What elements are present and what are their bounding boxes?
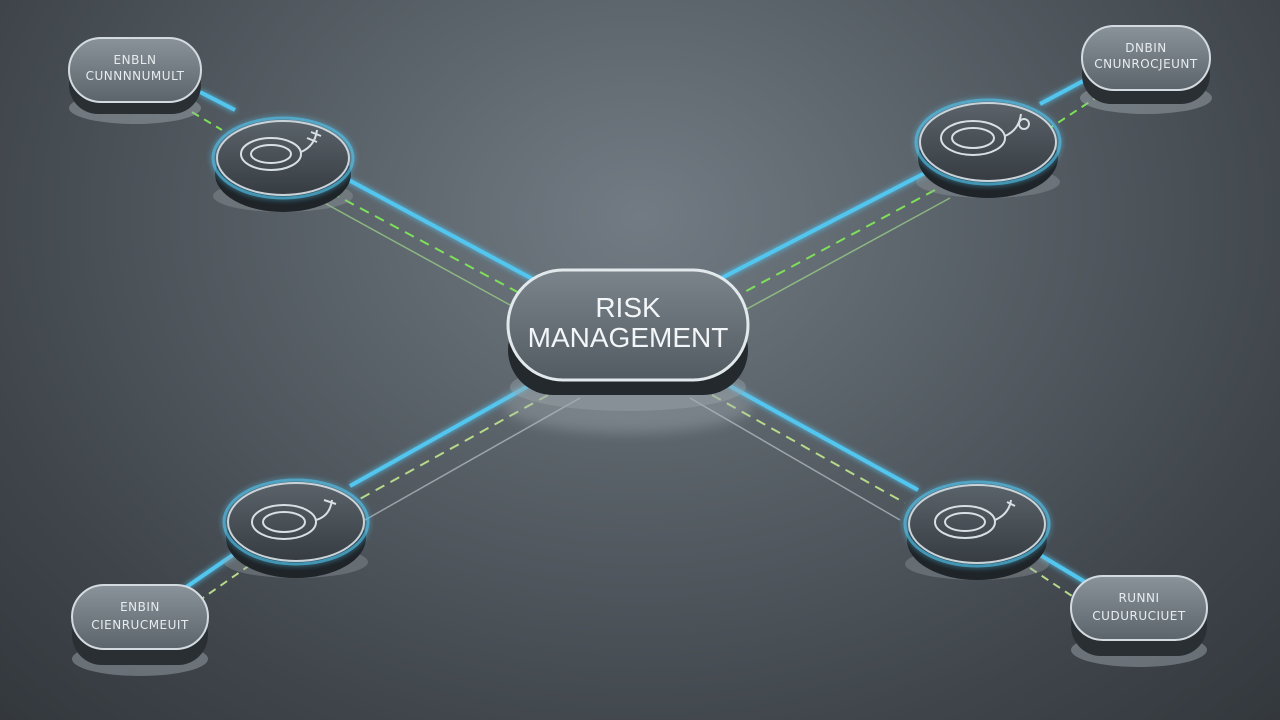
node-top-right-line1: DNBIN bbox=[1125, 41, 1166, 55]
node-top-left: ENBLN CUNNNNUMULT bbox=[68, 37, 202, 124]
node-top-right-line2: CNUNROCJEUNT bbox=[1094, 57, 1198, 71]
node-bottom-right-line2: CUDURUCIUET bbox=[1092, 609, 1186, 623]
center-title-line2: MANAGEMENT bbox=[528, 322, 729, 353]
cable-icon bbox=[240, 129, 322, 171]
node-top-right: DNBIN CNUNROCJEUNT bbox=[1080, 25, 1212, 114]
label-pills: ENBLN CUNNNNUMULT DNBIN CNUNROCJEUNT ENB… bbox=[68, 25, 1212, 676]
cable-icon bbox=[940, 113, 1030, 156]
node-bottom-right-line1: RUNNI bbox=[1118, 591, 1159, 605]
node-bottom-left: ENBIN CIENRUCMEUIT bbox=[71, 584, 209, 676]
disc-top-left bbox=[211, 116, 355, 212]
node-bottom-right: RUNNI CUDURUCIUET bbox=[1070, 575, 1208, 667]
icon-discs bbox=[211, 98, 1062, 580]
node-bottom-left-line1: ENBIN bbox=[120, 600, 160, 614]
node-top-left-line1: ENBLN bbox=[114, 53, 157, 67]
node-bottom-left-line2: CIENRUCMEUIT bbox=[91, 618, 189, 632]
disc-top-right bbox=[914, 98, 1062, 198]
connector-top-left bbox=[179, 90, 541, 306]
center-hub: RISK MANAGEMENT bbox=[503, 268, 753, 433]
connector-top-right bbox=[711, 78, 1101, 311]
center-title-line1: RISK bbox=[595, 292, 661, 323]
node-top-left-line2: CUNNNNUMULT bbox=[86, 69, 185, 83]
cable-icon bbox=[934, 499, 1016, 539]
disc-bottom-right bbox=[903, 480, 1051, 580]
disc-bottom-left bbox=[222, 478, 370, 578]
cable-icon bbox=[251, 499, 337, 540]
